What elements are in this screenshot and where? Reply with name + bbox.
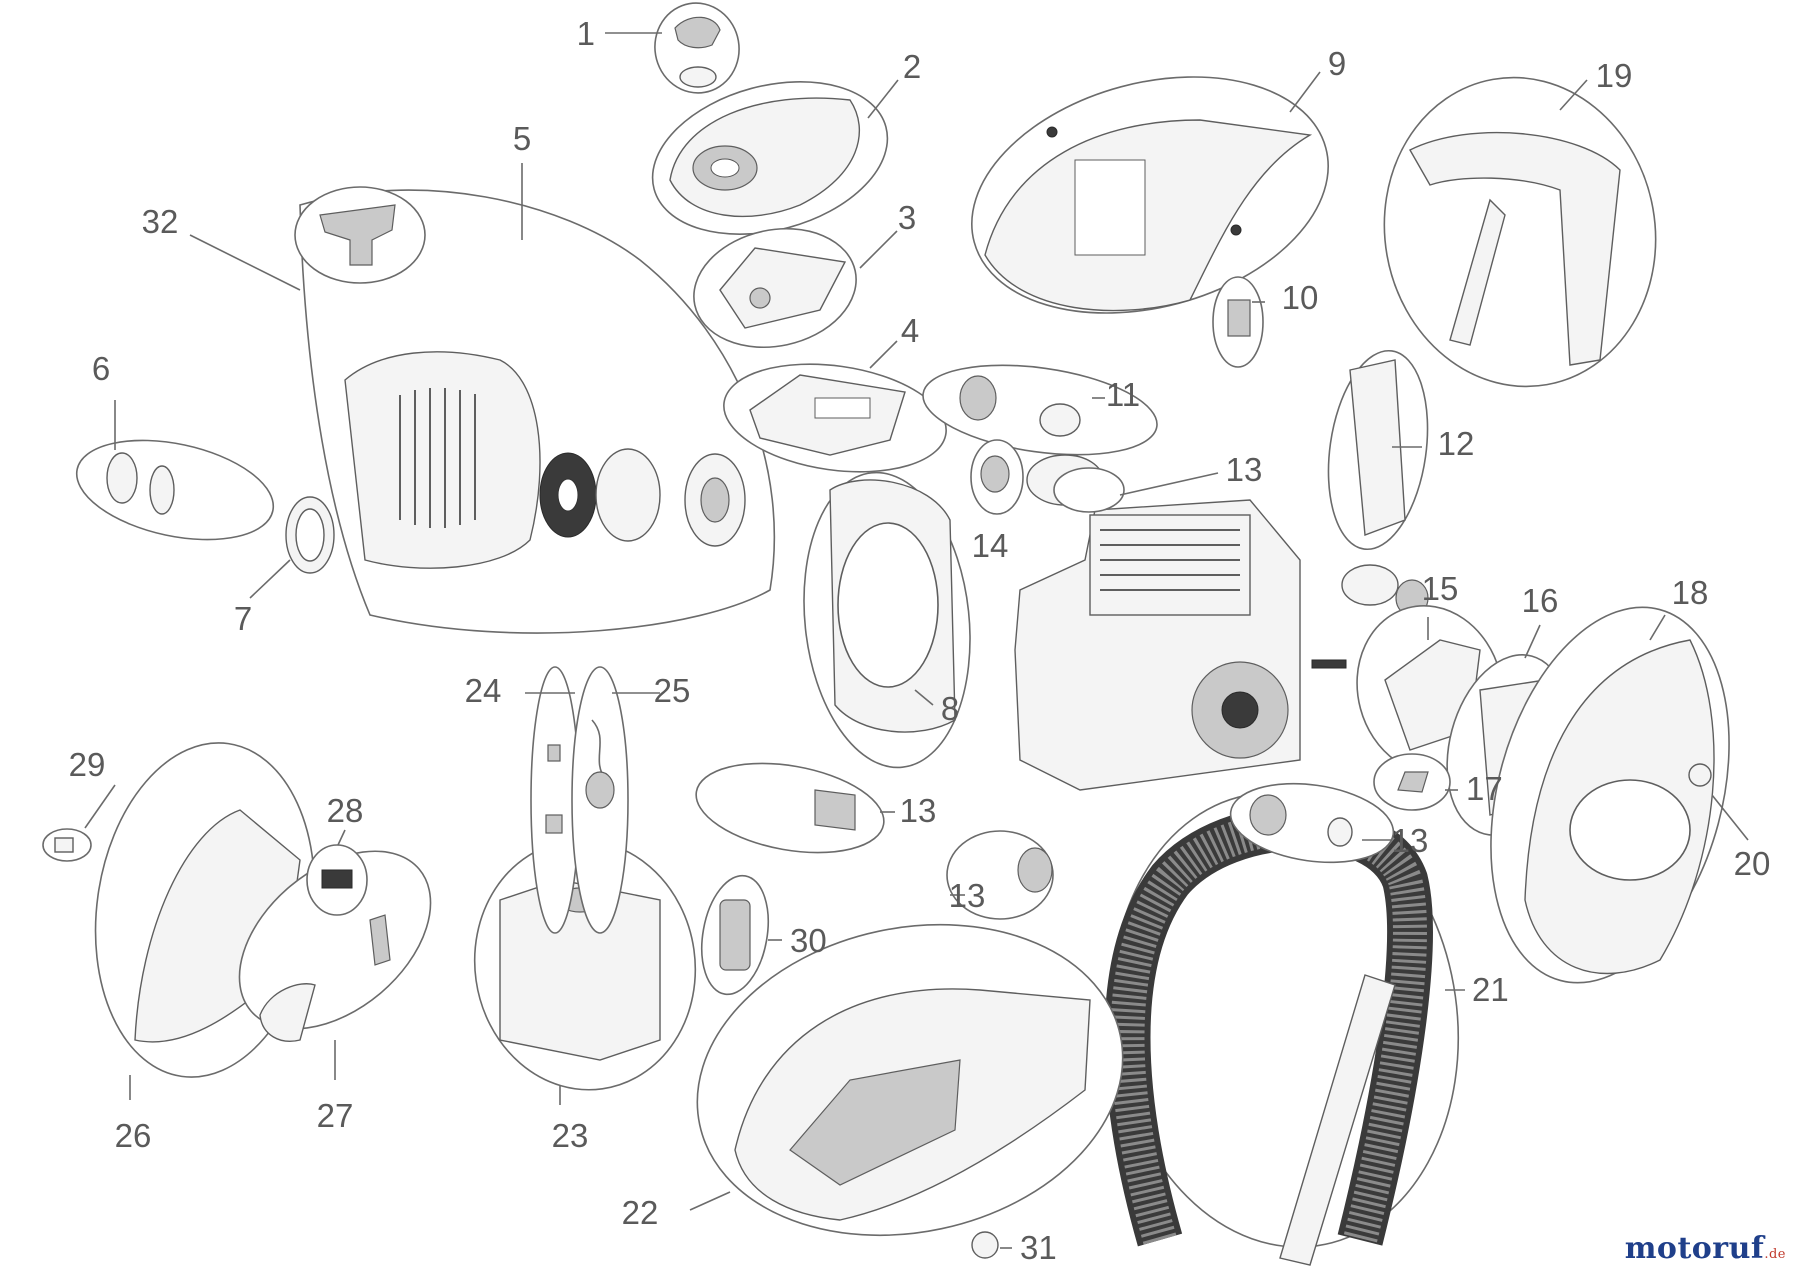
callout-27: 27 bbox=[317, 1097, 354, 1134]
part-group-10 bbox=[1212, 276, 1264, 368]
callout-28: 28 bbox=[327, 792, 364, 829]
callout-16: 16 bbox=[1522, 582, 1559, 619]
callout-29: 29 bbox=[69, 746, 106, 783]
callout-13-b: 13 bbox=[900, 792, 937, 829]
front-handle bbox=[1104, 792, 1460, 1266]
callout-26: 26 bbox=[115, 1117, 152, 1154]
part-group-27 bbox=[238, 850, 432, 1042]
callout-23: 23 bbox=[552, 1117, 589, 1154]
watermark-name: motoruf bbox=[1624, 1231, 1765, 1266]
callout-13-c: 13 bbox=[1392, 822, 1429, 859]
callout-10: 10 bbox=[1282, 279, 1319, 316]
part-group-14 bbox=[970, 439, 1024, 515]
part-group-31 bbox=[971, 1231, 999, 1259]
callout-11: 11 bbox=[1106, 376, 1140, 413]
part-group-8 bbox=[803, 471, 971, 769]
callout-5: 5 bbox=[513, 120, 531, 157]
part-group-9 bbox=[971, 76, 1329, 314]
callout-labels: 1 2 3 4 5 6 7 8 9 10 11 12 13 13 13 13 1… bbox=[69, 15, 1771, 1266]
callout-6: 6 bbox=[92, 350, 110, 387]
leader-lines bbox=[84, 32, 1749, 1249]
callout-4: 4 bbox=[901, 312, 919, 349]
callout-9: 9 bbox=[1328, 45, 1346, 82]
part-group-25 bbox=[571, 666, 629, 934]
callout-7: 7 bbox=[234, 600, 252, 637]
part-group-28 bbox=[306, 844, 368, 916]
part-group-1 bbox=[654, 2, 740, 94]
callout-32: 32 bbox=[142, 203, 179, 240]
part-group-19 bbox=[1383, 76, 1657, 388]
watermark-logo: motoruf.de bbox=[1625, 1231, 1786, 1266]
watermark-suffix: .de bbox=[1764, 1247, 1786, 1262]
part-group-30 bbox=[701, 874, 769, 996]
part-group-13-a bbox=[695, 762, 885, 854]
part-group-13-c bbox=[1229, 782, 1395, 864]
callout-17: 17 bbox=[1466, 770, 1503, 807]
part-group-24 bbox=[530, 666, 580, 934]
part-group-13-b bbox=[946, 830, 1054, 920]
starter-housing-group bbox=[294, 186, 776, 634]
callout-19: 19 bbox=[1596, 57, 1633, 94]
part-group-2 bbox=[651, 81, 889, 235]
callout-22: 22 bbox=[622, 1194, 659, 1231]
callout-13-d: 13 bbox=[949, 877, 986, 914]
callout-3: 3 bbox=[898, 199, 916, 236]
callout-25: 25 bbox=[654, 672, 691, 709]
callout-14: 14 bbox=[972, 527, 1009, 564]
callout-2: 2 bbox=[903, 48, 921, 85]
engine-block bbox=[1014, 454, 1429, 791]
callout-24: 24 bbox=[465, 672, 502, 709]
part-group-3 bbox=[693, 227, 857, 349]
part-group-7 bbox=[285, 496, 335, 574]
rear-handle bbox=[696, 923, 1124, 1237]
part-group-11 bbox=[922, 364, 1158, 456]
callout-15: 15 bbox=[1422, 570, 1459, 607]
part-group-12 bbox=[1327, 349, 1429, 551]
callout-13-a: 13 bbox=[1226, 451, 1263, 488]
part-group-29 bbox=[42, 828, 92, 862]
callout-21: 21 bbox=[1472, 971, 1509, 1008]
part-group-20 bbox=[1688, 763, 1712, 787]
callout-12: 12 bbox=[1438, 425, 1475, 462]
part-group-4 bbox=[723, 363, 947, 473]
callout-18: 18 bbox=[1672, 574, 1709, 611]
callout-8: 8 bbox=[941, 690, 959, 727]
part-group-6 bbox=[75, 439, 275, 541]
part-group-17 bbox=[1373, 753, 1451, 811]
part-group-13-d bbox=[1053, 467, 1125, 513]
callout-31: 31 bbox=[1020, 1229, 1057, 1266]
part-group-18 bbox=[1490, 606, 1730, 984]
callout-30: 30 bbox=[790, 922, 827, 959]
callout-1: 1 bbox=[577, 15, 595, 52]
callout-20: 20 bbox=[1734, 845, 1771, 882]
